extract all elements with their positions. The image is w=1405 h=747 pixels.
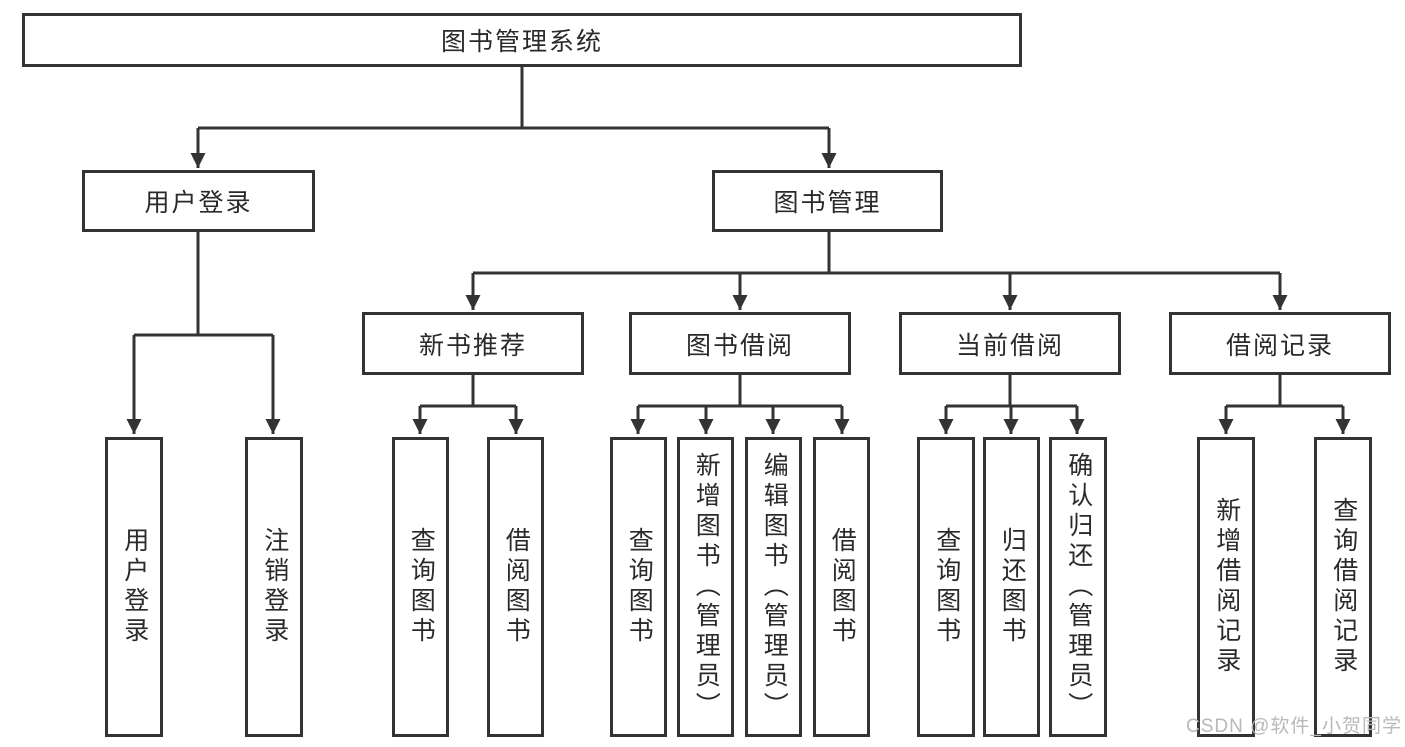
leaf-records-query: 查询借阅记录 <box>1314 437 1372 737</box>
node-book-borrow: 图书借阅 <box>629 312 851 375</box>
leaf-newbook-query: 查询图书 <box>392 437 449 737</box>
leaf-newbook-borrow: 借阅图书 <box>487 437 544 737</box>
leaf-current-confirm: 确认归还（管理员） <box>1049 437 1107 737</box>
leaf-current-return: 归还图书 <box>983 437 1040 737</box>
leaf-records-add: 新增借阅记录 <box>1197 437 1255 737</box>
leaf-user-login: 用户登录 <box>105 437 163 737</box>
leaf-current-query: 查询图书 <box>917 437 975 737</box>
leaf-borrow-edit: 编辑图书（管理员） <box>745 437 802 737</box>
leaf-logout: 注销登录 <box>245 437 303 737</box>
leaf-borrow-borrow: 借阅图书 <box>813 437 870 737</box>
node-borrow-records: 借阅记录 <box>1169 312 1391 375</box>
node-root: 图书管理系统 <box>22 13 1022 67</box>
csdn-watermark: CSDN @软件_小贺同学 <box>1186 716 1402 737</box>
leaf-borrow-query: 查询图书 <box>610 437 667 737</box>
node-user-login: 用户登录 <box>82 170 315 232</box>
node-book-mgmt: 图书管理 <box>712 170 943 232</box>
leaf-borrow-add: 新增图书（管理员） <box>677 437 734 737</box>
node-current-borrow: 当前借阅 <box>899 312 1121 375</box>
node-new-book: 新书推荐 <box>362 312 584 375</box>
